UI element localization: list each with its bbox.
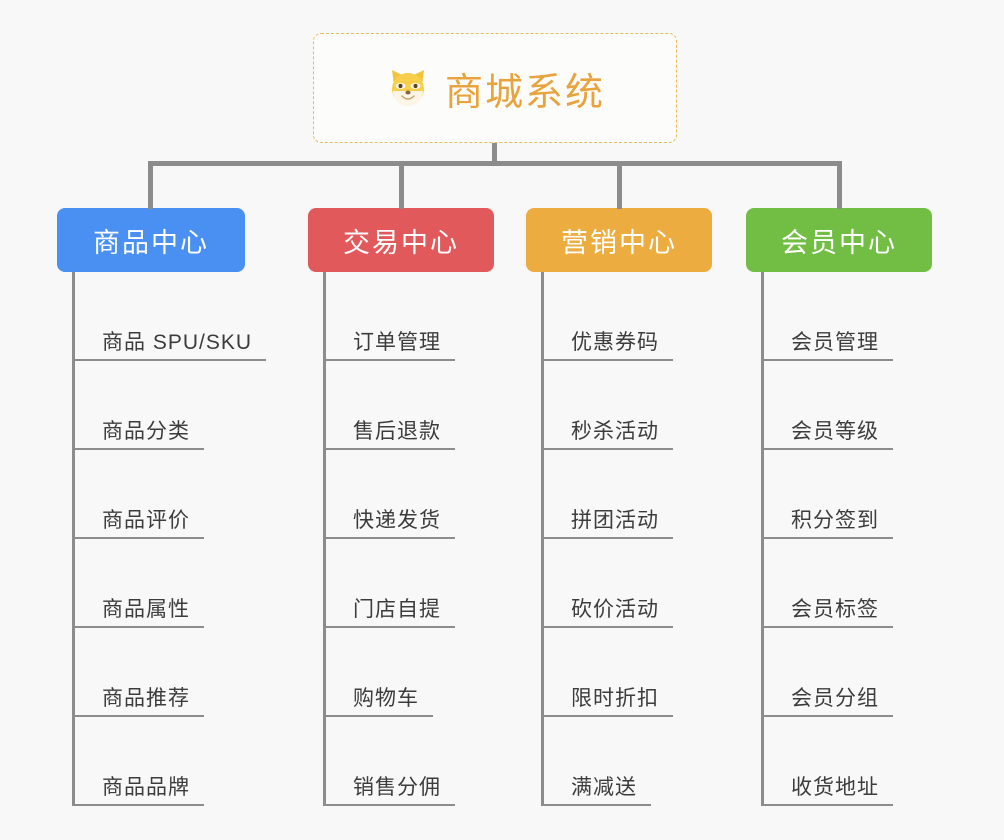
category-item-list-1: 商品 SPU/SKU 商品分类商品评价商品属性商品推荐商品品牌 bbox=[57, 272, 267, 806]
list-item-label: 优惠券码 bbox=[541, 331, 673, 361]
category-drop-connector-1 bbox=[148, 161, 153, 209]
list-trunk-line-4 bbox=[761, 272, 764, 806]
shiba-dog-face-icon bbox=[385, 65, 431, 111]
root-title: 商城系统 bbox=[444, 71, 605, 114]
list-item[interactable]: 门店自提 bbox=[308, 539, 494, 628]
category-header-label: 营销中心 bbox=[561, 227, 677, 258]
category-header-1[interactable]: 商品中心 bbox=[57, 208, 245, 272]
list-item-label: 满减送 bbox=[541, 776, 651, 806]
list-item-label: 销售分佣 bbox=[323, 776, 455, 806]
root-stem-connector bbox=[492, 143, 497, 165]
list-item-label: 售后退款 bbox=[323, 420, 455, 450]
list-item-label: 门店自提 bbox=[323, 598, 455, 628]
category-header-3[interactable]: 营销中心 bbox=[526, 208, 712, 272]
list-item-label: 会员管理 bbox=[761, 331, 893, 361]
list-item-label: 收货地址 bbox=[761, 776, 893, 806]
list-item[interactable]: 收货地址 bbox=[746, 717, 932, 806]
category-header-label: 交易中心 bbox=[343, 227, 459, 258]
category-item-list-4: 会员管理会员等级积分签到会员标签会员分组收货地址 bbox=[746, 272, 932, 806]
list-item[interactable]: 商品分类 bbox=[57, 361, 245, 450]
list-item-label: 购物车 bbox=[323, 687, 433, 717]
list-item[interactable]: 售后退款 bbox=[308, 361, 494, 450]
list-item-label: 秒杀活动 bbox=[541, 420, 673, 450]
horizontal-connector-bar bbox=[148, 161, 842, 166]
root-node[interactable]: 商城系统 bbox=[313, 33, 677, 143]
list-item[interactable]: 销售分佣 bbox=[308, 717, 494, 806]
list-item[interactable]: 砍价活动 bbox=[526, 539, 712, 628]
list-item-label: 会员等级 bbox=[761, 420, 893, 450]
list-item-label: 商品属性 bbox=[72, 598, 204, 628]
category-header-label: 会员中心 bbox=[781, 227, 897, 258]
list-item[interactable]: 订单管理 bbox=[308, 272, 494, 361]
list-item-label: 会员标签 bbox=[761, 598, 893, 628]
list-item[interactable]: 商品评价 bbox=[57, 450, 245, 539]
list-item[interactable]: 满减送 bbox=[526, 717, 712, 806]
category-drop-connector-2 bbox=[399, 161, 404, 209]
list-item-label: 限时折扣 bbox=[541, 687, 673, 717]
category-item-list-3: 优惠券码秒杀活动拼团活动砍价活动限时折扣满减送 bbox=[526, 272, 712, 806]
list-trunk-line-1 bbox=[72, 272, 75, 806]
category-header-2[interactable]: 交易中心 bbox=[308, 208, 494, 272]
list-item[interactable]: 会员等级 bbox=[746, 361, 932, 450]
category-column-1: 商品中心商品 SPU/SKU 商品分类商品评价商品属性商品推荐商品品牌 bbox=[57, 208, 267, 806]
list-item-label: 会员分组 bbox=[761, 687, 893, 717]
list-item[interactable]: 商品 SPU/SKU bbox=[57, 272, 267, 361]
list-item[interactable]: 商品推荐 bbox=[57, 628, 245, 717]
list-item[interactable]: 会员标签 bbox=[746, 539, 932, 628]
list-item[interactable]: 拼团活动 bbox=[526, 450, 712, 539]
category-column-2: 交易中心订单管理售后退款快递发货门店自提购物车销售分佣 bbox=[308, 208, 494, 806]
list-item-label: 砍价活动 bbox=[541, 598, 673, 628]
list-item[interactable]: 积分签到 bbox=[746, 450, 932, 539]
category-drop-connector-4 bbox=[837, 161, 842, 209]
list-item[interactable]: 秒杀活动 bbox=[526, 361, 712, 450]
list-item[interactable]: 会员管理 bbox=[746, 272, 932, 361]
list-item[interactable]: 购物车 bbox=[308, 628, 494, 717]
list-item-label: 拼团活动 bbox=[541, 509, 673, 539]
list-item[interactable]: 商品品牌 bbox=[57, 717, 245, 806]
category-item-list-2: 订单管理售后退款快递发货门店自提购物车销售分佣 bbox=[308, 272, 494, 806]
category-header-label: 商品中心 bbox=[93, 227, 209, 258]
list-item[interactable]: 商品属性 bbox=[57, 539, 245, 628]
category-column-3: 营销中心优惠券码秒杀活动拼团活动砍价活动限时折扣满减送 bbox=[526, 208, 712, 806]
list-item-label: 积分签到 bbox=[761, 509, 893, 539]
list-item-label: 快递发货 bbox=[323, 509, 455, 539]
list-item-label: 商品品牌 bbox=[72, 776, 204, 806]
category-column-4: 会员中心会员管理会员等级积分签到会员标签会员分组收货地址 bbox=[746, 208, 932, 806]
list-item-label: 商品评价 bbox=[72, 509, 204, 539]
list-item-label: 订单管理 bbox=[323, 331, 455, 361]
list-item-label: 商品分类 bbox=[72, 420, 204, 450]
list-item[interactable]: 优惠券码 bbox=[526, 272, 712, 361]
category-drop-connector-3 bbox=[617, 161, 622, 209]
category-header-4[interactable]: 会员中心 bbox=[746, 208, 932, 272]
list-item[interactable]: 会员分组 bbox=[746, 628, 932, 717]
list-item[interactable]: 快递发货 bbox=[308, 450, 494, 539]
list-item-label: 商品推荐 bbox=[72, 687, 204, 717]
list-trunk-line-2 bbox=[323, 272, 326, 806]
list-trunk-line-3 bbox=[541, 272, 544, 806]
list-item-label: 商品 SPU/SKU bbox=[72, 331, 267, 361]
list-item[interactable]: 限时折扣 bbox=[526, 628, 712, 717]
